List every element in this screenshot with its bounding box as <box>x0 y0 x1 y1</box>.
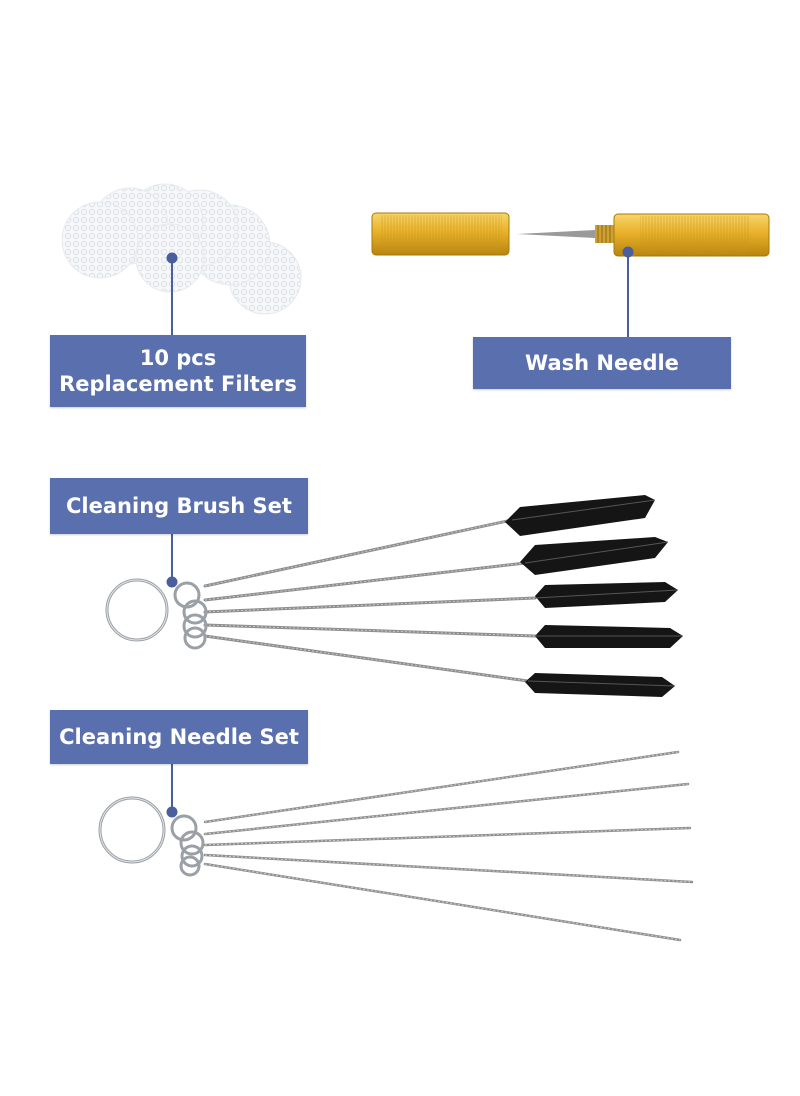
cleaning-brush-set-label: Cleaning Brush Set <box>50 478 308 534</box>
filters-count-text: 10 pcs <box>139 346 217 370</box>
filter-disc-stack-icon <box>61 183 302 315</box>
needle-set-text: Cleaning Needle Set <box>59 725 299 749</box>
wash-needle-label: Wash Needle <box>473 337 731 389</box>
cleaning-needle-set-label: Cleaning Needle Set <box>50 710 308 764</box>
wash-needle-text: Wash Needle <box>525 351 679 375</box>
replacement-filters-label: 10 pcs Replacement Filters <box>50 335 306 407</box>
wash-needle-icon <box>371 212 770 257</box>
cleaning-brush-set-icon <box>105 495 683 697</box>
filters-name-text: Replacement Filters <box>59 372 297 396</box>
pointer-lines <box>166 246 634 818</box>
brush-set-text: Cleaning Brush Set <box>66 494 292 518</box>
cleaning-needle-set-icon <box>98 750 694 942</box>
